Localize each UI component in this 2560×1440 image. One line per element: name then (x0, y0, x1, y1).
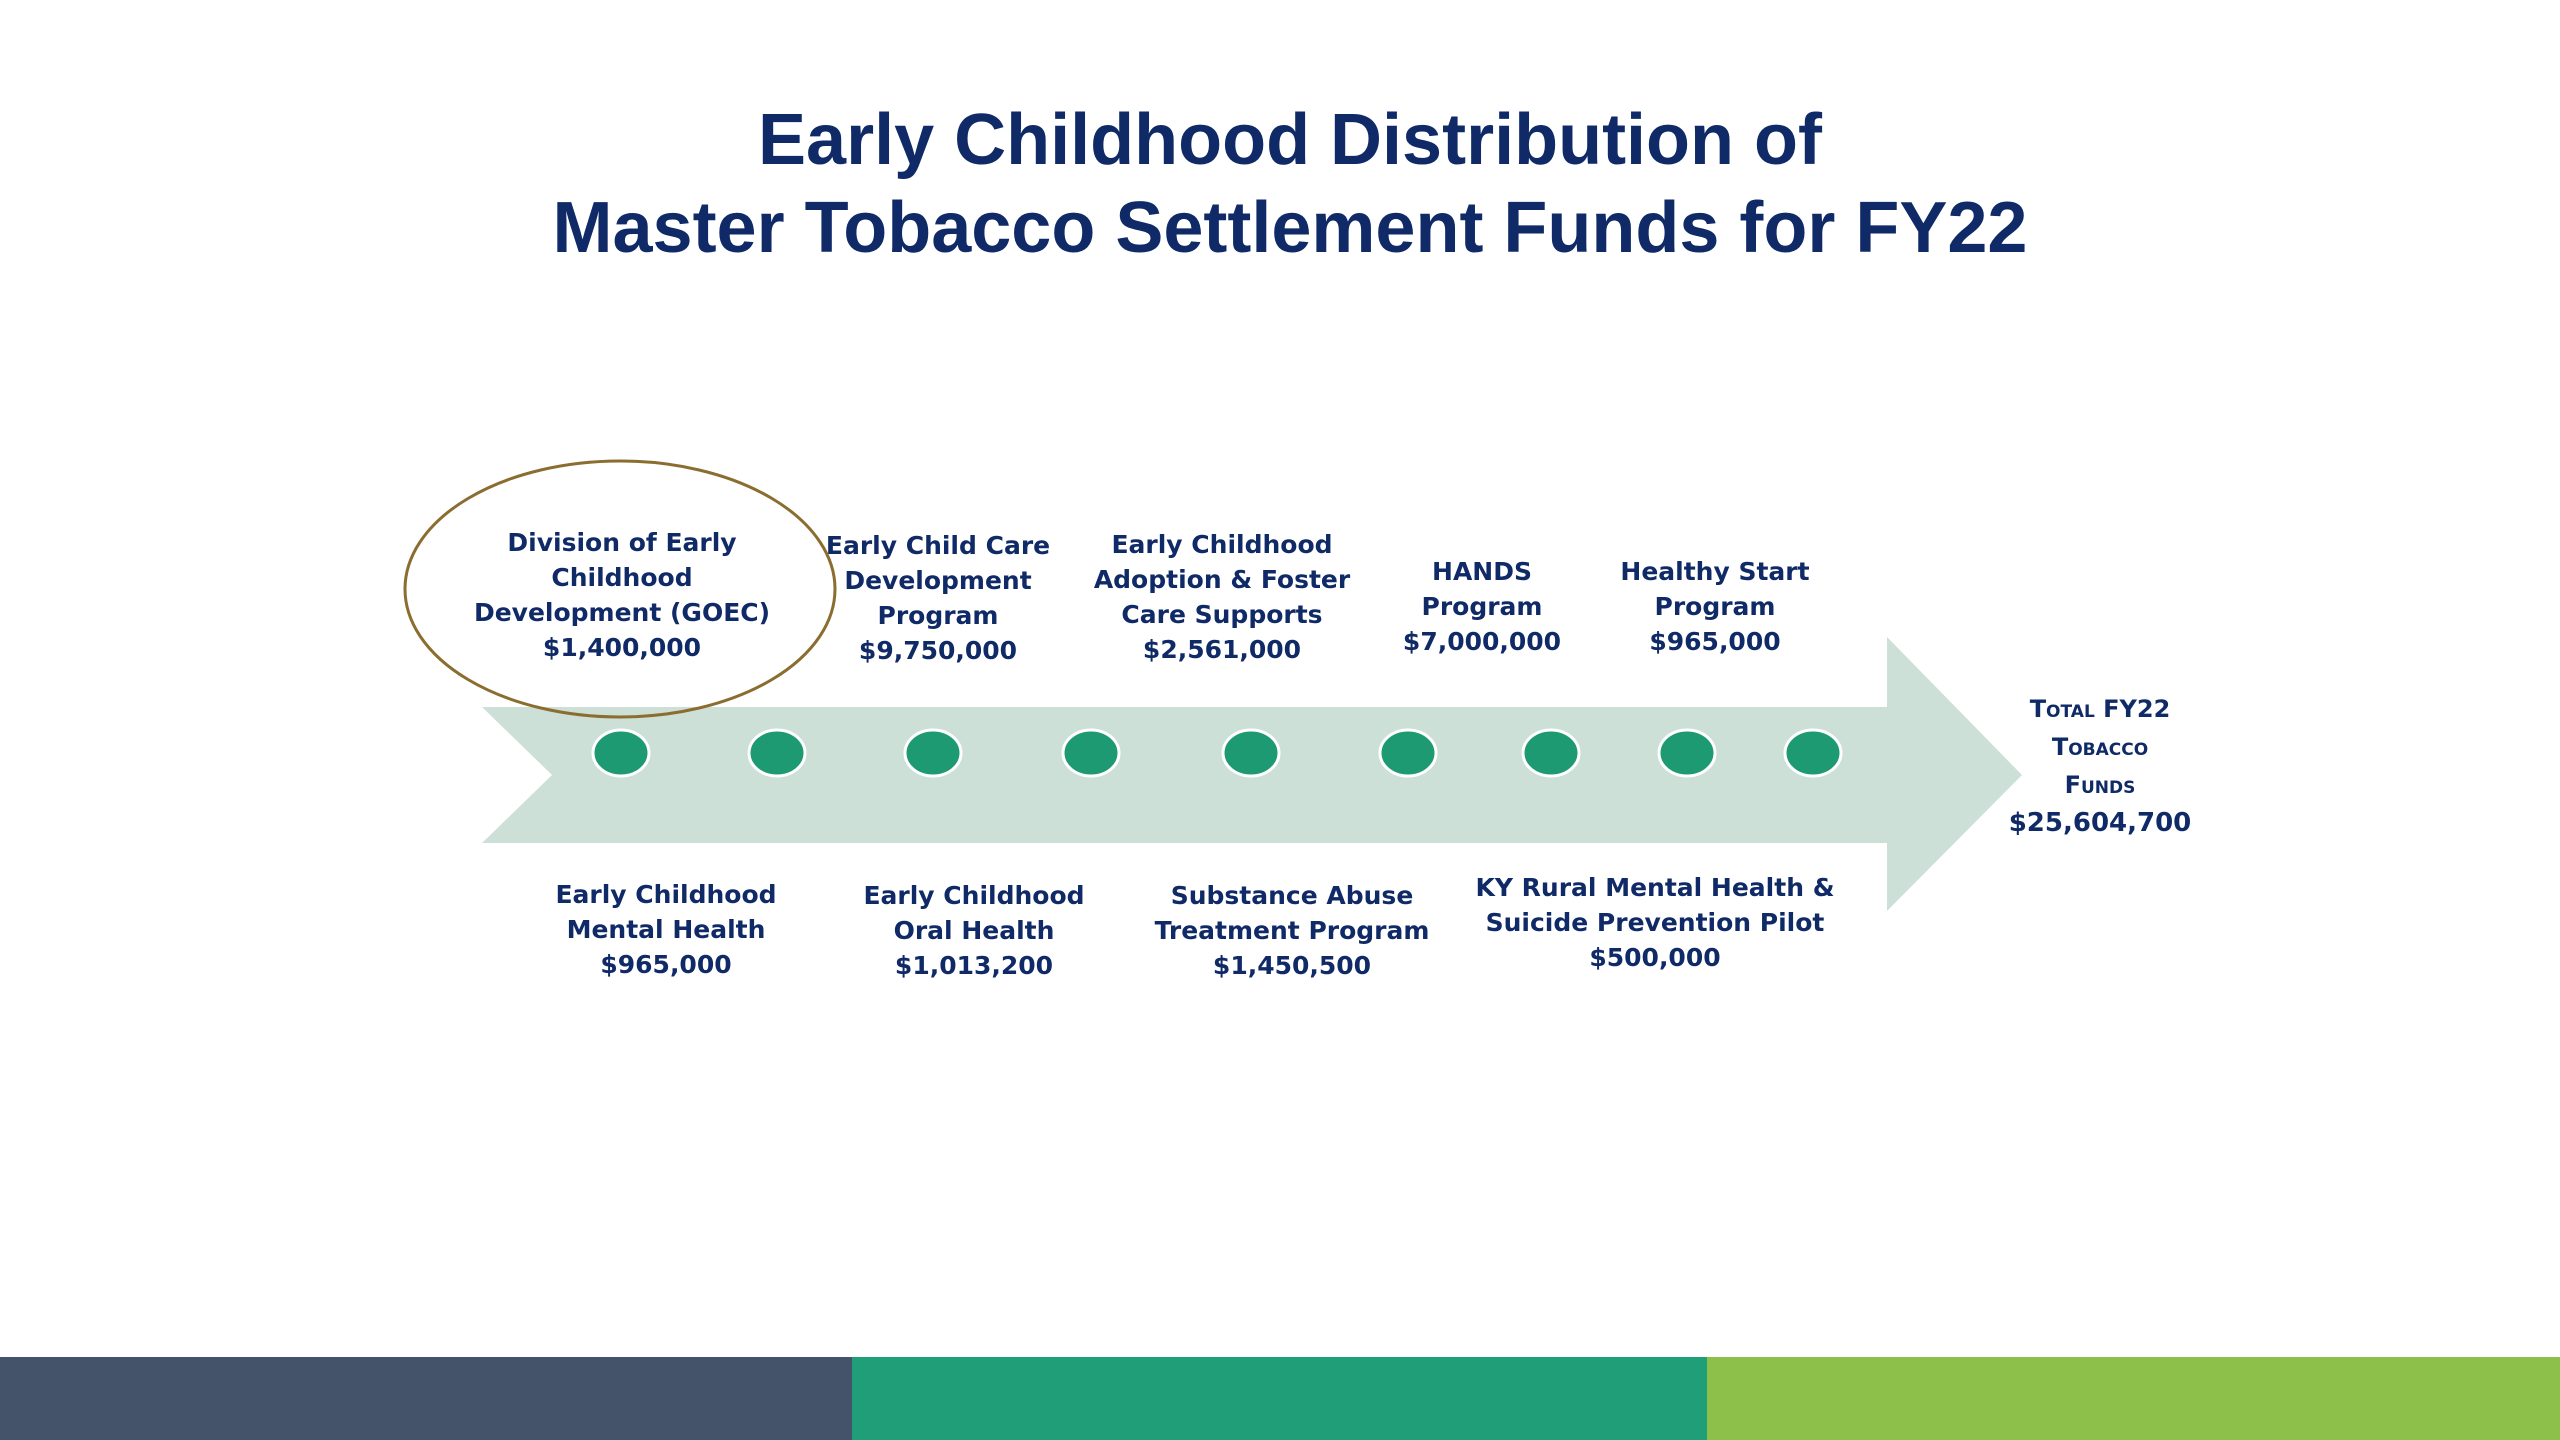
program-amount: $1,400,000 (542, 633, 702, 662)
program-amount: $500,000 (1589, 943, 1721, 972)
top-program-label: HANDS Program $7,000,000 (1382, 554, 1582, 659)
total-funds-label: Total FY22 Tobacco Funds $25,604,700 (1985, 690, 2215, 842)
program-name-line: Suicide Prevention Pilot (1485, 908, 1825, 937)
footer-segment-teal (852, 1357, 1707, 1440)
total-line-1: Total FY22 (2029, 695, 2171, 723)
program-amount: $7,000,000 (1402, 627, 1562, 656)
program-amount: $965,000 (1649, 627, 1781, 656)
title-line-2: Master Tobacco Settlement Funds for FY22 (552, 188, 2028, 268)
program-name-line: Program (1421, 592, 1543, 621)
program-name-line: Treatment Program (1154, 916, 1430, 945)
program-name-line: Care Supports (1121, 600, 1323, 629)
milestone-dot (903, 728, 963, 778)
program-amount: $1,450,500 (1212, 951, 1372, 980)
program-name-line: Development (844, 566, 1032, 595)
program-name-line: Mental Health (566, 915, 766, 944)
total-line-3: Funds (2064, 771, 2136, 799)
milestone-dot (1657, 728, 1717, 778)
program-name-line: KY Rural Mental Health & (1475, 873, 1835, 902)
program-name-line: Adoption & Foster (1093, 565, 1351, 594)
footer-segment-slate (0, 1357, 852, 1440)
slide-title: Early Childhood Distribution of Master T… (0, 96, 2560, 272)
program-name-line: Substance Abuse (1170, 881, 1414, 910)
program-amount: $9,750,000 (858, 636, 1018, 665)
program-name-line: Early Childhood (1111, 530, 1333, 559)
milestone-dots (591, 728, 1843, 778)
program-name-line: Early Child Care (825, 531, 1051, 560)
milestone-dot (591, 728, 651, 778)
milestone-dot (1061, 728, 1121, 778)
milestone-dot (1378, 728, 1438, 778)
program-amount: $2,561,000 (1142, 635, 1302, 664)
bottom-program-label: KY Rural Mental Health & Suicide Preventi… (1465, 870, 1845, 975)
milestone-dot (1521, 728, 1581, 778)
highlight-ring (403, 459, 837, 719)
milestone-dot (747, 728, 807, 778)
program-name-line: HANDS (1432, 557, 1532, 586)
total-line-2: Tobacco (2051, 733, 2149, 761)
program-amount: $965,000 (600, 950, 732, 979)
program-name-line: Early Childhood (863, 881, 1085, 910)
program-name-line: Healthy Start (1620, 557, 1810, 586)
footer-color-bar (0, 1357, 2560, 1440)
program-name-line: Program (877, 601, 999, 630)
program-name-line: Program (1654, 592, 1776, 621)
title-line-1: Early Childhood Distribution of (758, 100, 1822, 180)
milestone-dot (1783, 728, 1843, 778)
footer-segment-green (1707, 1357, 2560, 1440)
program-name-line: Division of Early (507, 528, 737, 557)
program-name-line: Development (GOEC) (473, 598, 771, 627)
total-amount: $25,604,700 (2008, 808, 2192, 838)
program-name-line: Early Childhood (555, 880, 777, 909)
program-name-line: Childhood (551, 563, 693, 592)
program-amount: $1,013,200 (894, 951, 1054, 980)
milestone-dot (1221, 728, 1281, 778)
program-name-line: Oral Health (893, 916, 1055, 945)
